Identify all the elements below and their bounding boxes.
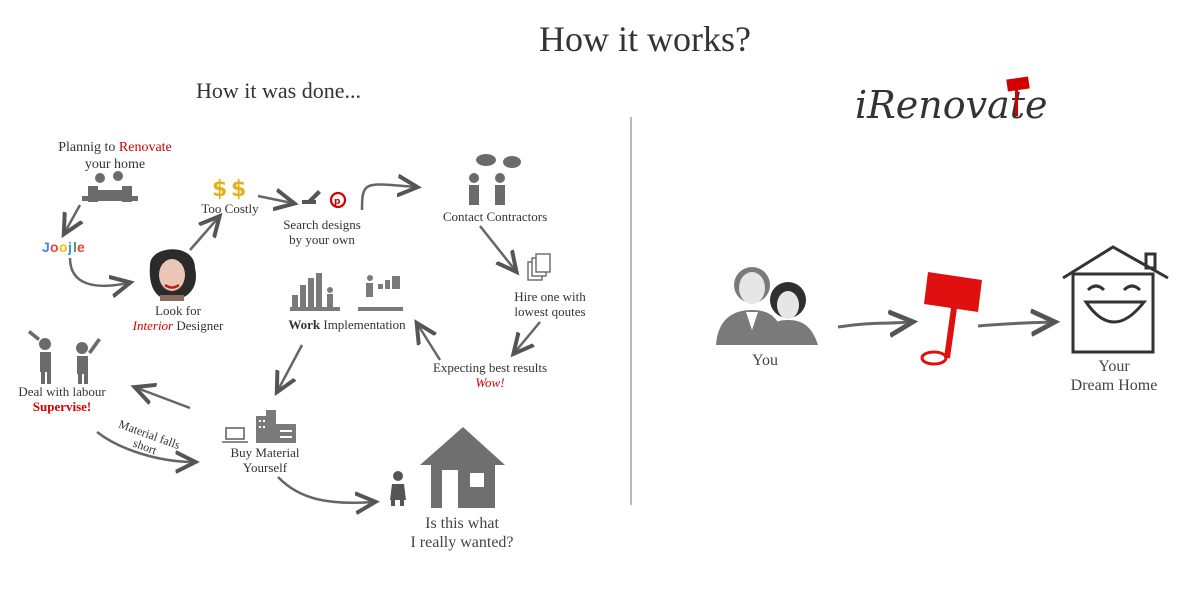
planning-label: Plannig to Renovate your home [40, 139, 190, 173]
too-costly-label: Too Costly [201, 201, 259, 216]
wow-word: Wow! [475, 375, 505, 390]
svg-text:p: p [334, 197, 341, 207]
expecting-line1: Expecting best results [432, 360, 548, 375]
arrow-labour-to-buy [96, 431, 193, 462]
designer-word: Designer [173, 318, 224, 333]
arrow-you-to-hammer [837, 322, 910, 327]
dream-home-line1: Your [1098, 358, 1130, 375]
arrow-expect-to-work [418, 325, 442, 361]
planning-label-pre: Plannig to [58, 140, 119, 155]
dream-home-label: Your Dream Home [1050, 357, 1178, 395]
divider [630, 117, 632, 505]
hire-label: Hire one with lowest qoutes [495, 289, 605, 319]
svg-text:e: e [77, 239, 85, 255]
svg-text:J: J [42, 239, 50, 255]
svg-text:o: o [59, 239, 68, 255]
arrow-joojle-to-designer [68, 257, 128, 286]
dream-home-line2: Dream Home [1070, 377, 1158, 394]
labour-line1: Deal with labour [18, 384, 106, 399]
right-graphics [716, 245, 1169, 366]
arrow-buy-to-labour [137, 388, 191, 410]
laptop-icon [222, 427, 248, 443]
contractors-icon [469, 154, 521, 205]
search-designs-line1: Search designs [283, 217, 361, 232]
buy-material-label: Buy Material Yourself [215, 445, 315, 475]
look-for-line1: Look for [155, 303, 201, 318]
flow-arrows [65, 185, 541, 503]
interior-word: Interior [132, 318, 174, 333]
arrow-buy-to-house [277, 476, 373, 503]
arrow-designer-to-costly [189, 218, 218, 251]
buy-material-line1: Buy Material [230, 445, 300, 460]
renovate-word: Renovate [118, 140, 172, 155]
left-subtitle: How it was done... [196, 78, 361, 103]
arrow-work-to-buy [278, 344, 304, 390]
buy-material-line2: Yourself [242, 460, 288, 475]
hammer-icon [920, 272, 982, 366]
arrow-hammer-to-home [977, 322, 1052, 326]
work-implementation-label: Work Implementation [268, 317, 426, 332]
supervise-word: Supervise! [32, 399, 92, 414]
labour-icon [28, 330, 101, 384]
hire-line1: Hire one with [514, 289, 586, 304]
svg-text:j: j [67, 239, 72, 255]
documents-icon [527, 253, 551, 281]
building-icon [256, 410, 296, 443]
you-label: You [752, 352, 778, 369]
pen-tool-icon [302, 190, 321, 204]
hire-line2: lowest qoutes [514, 304, 586, 319]
question-line2: I really wanted? [410, 534, 514, 551]
expecting-label: Expecting best results Wow! [420, 360, 560, 390]
house-icon [420, 427, 505, 508]
construction-icon [290, 273, 403, 311]
question-label: Is this what I really wanted? [382, 514, 542, 552]
arrow-hire-to-expect [515, 321, 541, 352]
svg-text:l: l [73, 239, 77, 255]
arrow-search-to-contact [360, 185, 415, 211]
look-for-designer-label: Look for Interior Designer [118, 303, 238, 333]
meeting-icon [82, 171, 138, 202]
dream-home-icon [1062, 245, 1169, 354]
pinterest-icon: p [329, 191, 347, 209]
svg-text:o: o [50, 239, 59, 255]
users-icon [716, 267, 818, 345]
implementation-word: Implementation [320, 317, 406, 332]
arrow-costly-to-search [257, 196, 292, 203]
logo-hammer-icon [1006, 76, 1030, 116]
right-arrows [837, 322, 1052, 327]
question-line1: Is this what [425, 515, 499, 532]
contact-contractors-label: Contact Contractors [442, 209, 548, 224]
labour-label: Deal with labour Supervise! [6, 384, 118, 414]
planning-label-line2: your home [84, 157, 146, 172]
arrow-planning-to-joojle [65, 204, 80, 232]
thinking-person-icon [390, 471, 406, 506]
arrow-contact-to-hire [479, 225, 515, 270]
svg-text:$: $ [212, 177, 227, 202]
search-designs-label: Search designs by your own [268, 217, 376, 247]
irenovate-logo: iRenovate [855, 76, 1048, 127]
designer-icon [149, 249, 196, 301]
svg-text:$: $ [231, 177, 246, 202]
page-title: How it works? [539, 19, 751, 59]
search-designs-line2: by your own [289, 232, 355, 247]
work-word: Work [288, 317, 321, 332]
dollar-icon: $$ [212, 177, 246, 202]
